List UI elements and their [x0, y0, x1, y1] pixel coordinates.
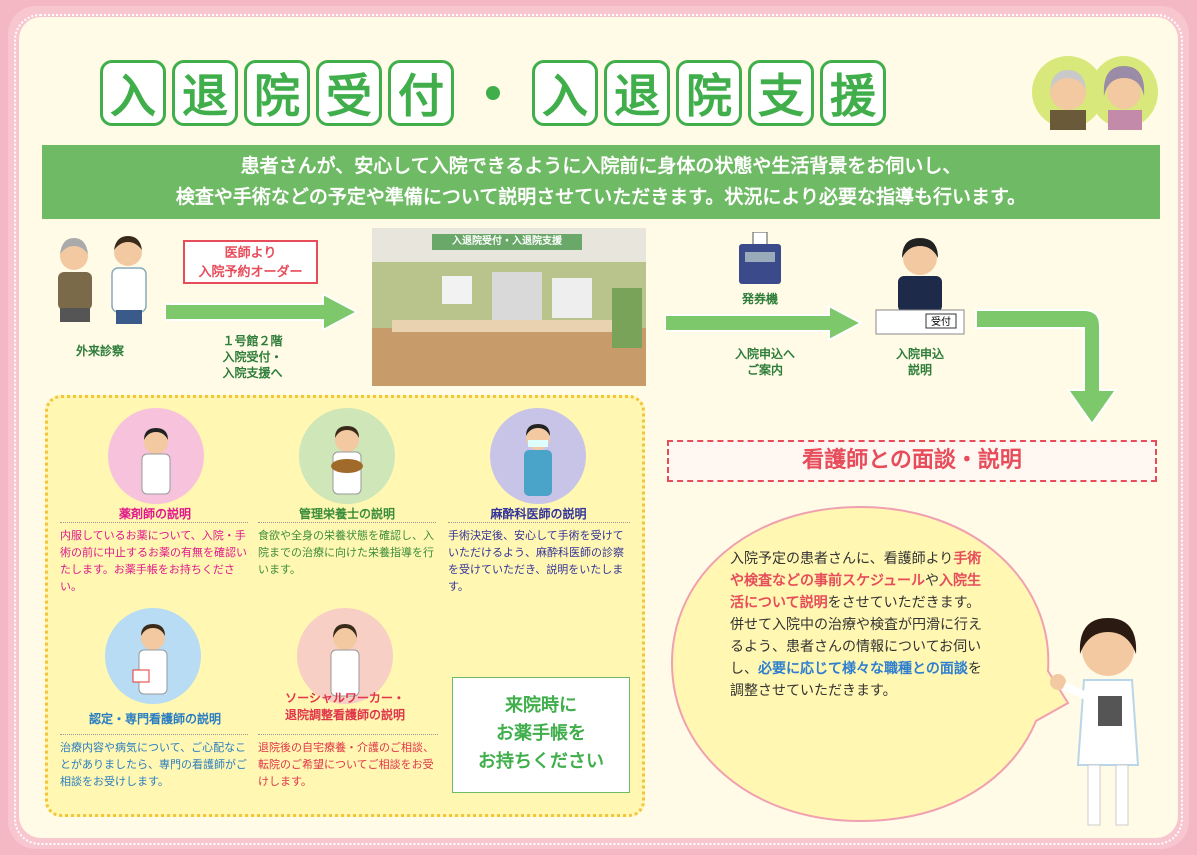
social-worker-icon — [330, 624, 360, 697]
dietitian-icon — [331, 426, 363, 495]
arrow-down-icon — [975, 309, 1118, 426]
reception-line-1: 入院申込 — [895, 347, 944, 361]
certified-nurse-title: 認定・専門看護師の説明 — [88, 712, 221, 726]
receptionist-illustration: 受付 — [875, 238, 965, 335]
title-char: 退 — [604, 60, 670, 126]
bubble-text-2: や — [925, 573, 940, 589]
direction-line-3: 入院支援へ — [222, 366, 283, 380]
guide-line-1: 入院申込へ — [734, 347, 795, 361]
social-worker-title-line-1: ソーシャルワーカー・ — [285, 691, 405, 705]
medication-notebook-reminder: 来院時に お薬手帳を お持ちください — [452, 677, 630, 793]
order-line-2: 入院予約オーダー — [198, 265, 303, 280]
certified-nurse-desc: 治療内容や病気について、ご心配なことがありましたら、専門の看護師がご相談をお受け… — [60, 734, 248, 790]
dotted-border — [14, 14, 1183, 845]
outpatient-label: 外来診察 — [75, 344, 124, 358]
reception-photo-image — [372, 228, 646, 386]
reminder-line-3: お持ちください — [478, 751, 604, 772]
direction-label: １号館２階 入院受付・ 入院支援へ — [190, 333, 315, 381]
title-char: 退 — [172, 60, 238, 126]
arrow-right-icon — [165, 292, 360, 332]
ticket-machine-label: 発券機 — [741, 292, 778, 306]
reminder-line-1: 来院時に — [505, 695, 577, 716]
bubble-text-3: をさせていただきます。併せて入院中の治療や検査が円滑に行えるよう、患者さんの情報… — [730, 595, 982, 677]
title-char: 支 — [748, 60, 814, 126]
title-char: 入 — [100, 60, 166, 126]
bubble-text-1: 入院予定の患者さんに、看護師より — [730, 551, 954, 567]
title-char: ・ — [486, 86, 500, 100]
guide-label: 入院申込へ ご案内 — [710, 346, 820, 378]
doctor-patient-illustration — [58, 236, 147, 324]
social-worker-desc: 退院後の自宅療養・介護のご相談、転院のご希望についてご相談をお受けします。 — [258, 734, 438, 790]
anesthesiologist-avatar — [490, 408, 586, 504]
social-worker-title: ソーシャルワーカー・ 退院調整看護師の説明 — [250, 690, 440, 724]
order-line-1: 医師より — [224, 246, 277, 261]
nurse-interview-label: 看護師との面談・説明 — [802, 448, 1022, 473]
title-char: 院 — [244, 60, 310, 126]
bubble-highlight-schedule: 手術や検査などの事前スケジュール — [730, 551, 982, 589]
social-worker-avatar — [297, 608, 393, 704]
reception-label: 入院申込 説明 — [870, 346, 970, 378]
anesthesiologist-icon — [524, 424, 552, 496]
page-title: 入 退 院 受 付 ・ 入 退 院 支 援 — [100, 60, 1020, 130]
bubble-highlight-interview: 必要に応じて様々な職種との面談 — [758, 661, 968, 677]
nurse-interview-box: 看護師との面談・説明 — [667, 440, 1157, 482]
speech-bubble — [670, 505, 1070, 823]
dietitian-desc: 食欲や全身の栄養状態を確認し、入院までの治療に向けた栄養指導を行います。 — [258, 522, 436, 578]
order-box: 医師より 入院予約オーダー — [183, 240, 318, 284]
dietitian-avatar — [299, 408, 395, 504]
dietitian-title: 管理栄養士の説明 — [298, 507, 395, 521]
reception-line-2: 説明 — [907, 363, 932, 377]
bubble-text: 入院予定の患者さんに、看護師より手術や検査などの事前スケジュールや入院生活につい… — [730, 548, 990, 702]
title-char: 入 — [532, 60, 598, 126]
certified-nurse-icon — [132, 624, 168, 695]
intro-banner: 患者さんが、安心して入院できるように入院前に身体の状態や生活背景をお伺いし、 検… — [42, 145, 1160, 219]
anesthesiologist-title: 麻酔科医師の説明 — [490, 507, 587, 521]
social-worker-title-line-2: 退院調整看護師の説明 — [284, 708, 405, 722]
bubble-highlight-life: 入院生活について説明 — [730, 573, 982, 611]
counter-sign: 受付 — [931, 315, 951, 328]
title-char: 付 — [388, 60, 454, 126]
pharmacist-avatar — [108, 408, 204, 504]
reminder-line-2: お薬手帳を — [496, 723, 586, 744]
anesthesiologist-desc: 手術決定後、安心して手術を受けていただけるよう、麻酔科医師の診察を受けていただき… — [448, 522, 630, 595]
guide-line-2: ご案内 — [746, 363, 783, 377]
pharmacist-desc: 内服しているお薬について、入院・手術の前に中止するお薬の有無を確認いたします。お… — [60, 522, 248, 595]
ticket-machine-icon — [739, 232, 781, 284]
bubble-text-4: を調整させていただきます。 — [730, 661, 982, 699]
title-separator: ・ — [460, 60, 526, 126]
pharmacist-icon — [141, 428, 171, 495]
elderly-couple-illustration — [1032, 56, 1158, 130]
arrow-right-icon — [665, 305, 864, 341]
intro-line-2: 検査や手術などの予定や準備について説明させていただきます。状況により必要な指導も… — [175, 186, 1027, 208]
intro-line-1: 患者さんが、安心して入院できるように入院前に身体の状態や生活背景をお伺いし、 — [240, 155, 962, 177]
title-char: 援 — [820, 60, 886, 126]
photo-sign: 入退院受付・入退院支援 — [432, 234, 582, 250]
certified-nurse-avatar — [105, 608, 201, 704]
nurse-illustration — [1050, 618, 1140, 826]
reception-photo: 入退院受付・入退院支援 — [372, 228, 646, 386]
direction-line-1: １号館２階 — [222, 334, 283, 348]
direction-line-2: 入院受付・ — [222, 350, 283, 364]
pharmacist-title: 薬剤師の説明 — [118, 507, 191, 521]
title-char: 受 — [316, 60, 382, 126]
title-char: 院 — [676, 60, 742, 126]
